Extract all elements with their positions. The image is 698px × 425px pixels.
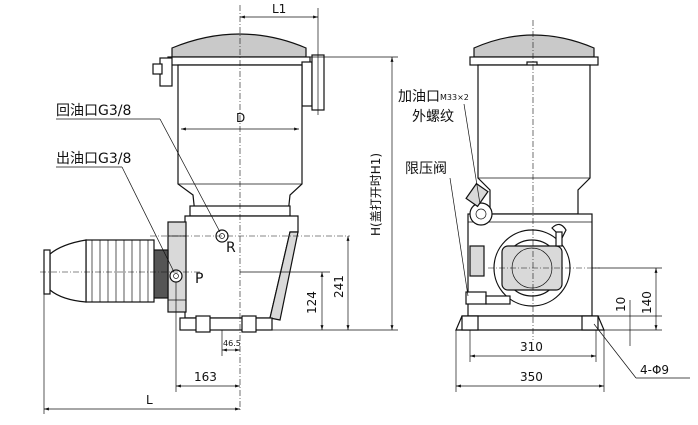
dim-350: 350: [520, 370, 543, 384]
relief-valve-label: 限压阀: [405, 161, 447, 177]
relief-valve-body: [469, 245, 485, 277]
motor-body: [85, 239, 155, 303]
dim-10: 10: [614, 297, 628, 312]
front-base: [179, 317, 273, 331]
fill-port-thread-label: 外螺纹: [412, 109, 454, 125]
front-view: [40, 5, 350, 410]
motor-endcap: [49, 239, 87, 303]
front-latch-right: [301, 61, 313, 107]
dim-163: 163: [194, 370, 217, 384]
holes-leader: [593, 323, 637, 379]
side-lid: [473, 34, 595, 58]
port-p-label: P: [195, 271, 203, 287]
diameter-d-label: D: [236, 111, 245, 125]
front-lid: [171, 33, 307, 58]
side-view: [455, 20, 605, 340]
dim-140: 140: [640, 291, 654, 314]
port-r-label: R: [226, 240, 236, 256]
fill-port-leader: [463, 103, 481, 205]
l1-label: L1: [272, 2, 286, 16]
dim-124: 124: [305, 291, 319, 314]
height-label: H(盖打开时H1): [369, 153, 383, 236]
outlet-port-label: 出油口G3/8: [56, 151, 131, 167]
dim-241: 241: [332, 275, 346, 298]
side-reservoir: [477, 64, 591, 215]
fill-port-fitting: [469, 202, 493, 226]
holes-label: 4-Φ9: [640, 363, 669, 377]
dim-46-5: 46.5: [223, 339, 241, 348]
return-port-label: 回油口G3/8: [56, 103, 131, 119]
dim-310: 310: [520, 340, 543, 354]
fill-port-label: 加油口M33×2: [398, 89, 469, 105]
relief-valve-leader: [449, 177, 469, 297]
dim-l: L: [146, 393, 153, 407]
